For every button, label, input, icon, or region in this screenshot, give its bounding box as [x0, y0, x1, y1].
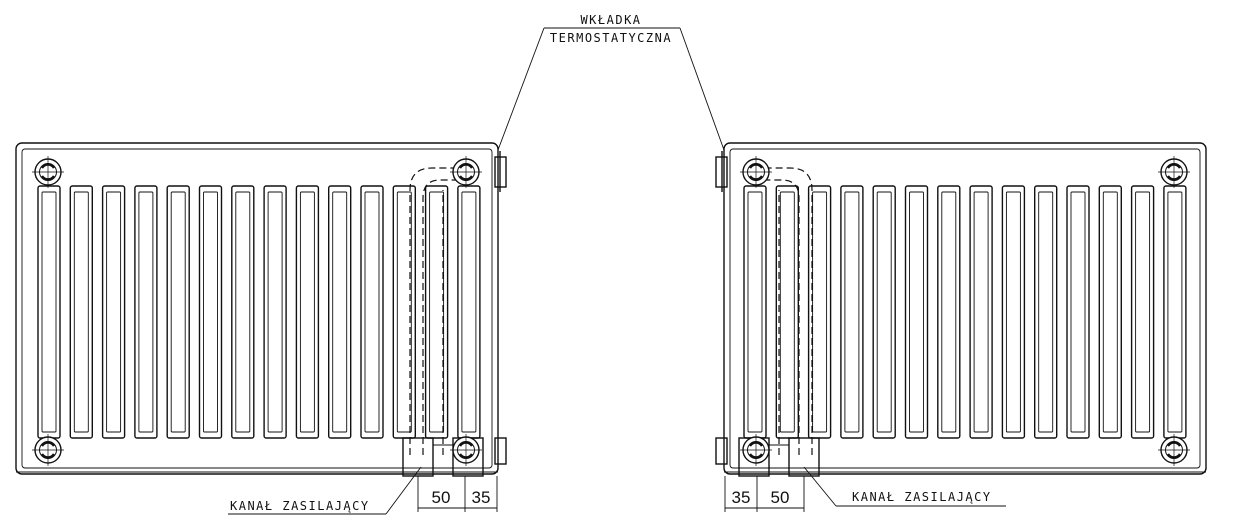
left-fin: [295, 185, 320, 439]
right-fin: [969, 185, 993, 439]
right-fin: [1066, 185, 1090, 439]
left-dim-50: 50: [432, 488, 451, 507]
right-radiator: [715, 142, 1207, 477]
insert-leader-left: [497, 27, 545, 151]
left-supply-callout: KANAŁ ZASILAJĄCY: [228, 466, 422, 515]
right-fin: [840, 185, 864, 439]
right-fin: [743, 185, 767, 439]
left-fin: [166, 185, 190, 439]
right-supply-channel: [759, 167, 813, 455]
right-fin: [904, 185, 929, 439]
left-top-thermostat-insert: [494, 151, 507, 192]
left-fin: [101, 185, 126, 439]
left-radiator-frame: [15, 142, 499, 475]
right-bottom-left-connector-icon: [740, 434, 772, 466]
right-fin: [1033, 185, 1058, 439]
right-supply-callout: KANAŁ ZASILAJĄCY: [803, 466, 1006, 507]
left-radiator-inner-frame: [21, 148, 493, 469]
insert-label-line2: TERMOSTATYCZNA: [550, 31, 672, 45]
left-bottom-right-connector-icon: [450, 434, 482, 466]
right-radiator-frame: [723, 142, 1207, 475]
right-dimensions: 35 50: [724, 476, 805, 512]
left-top-left-connector-icon: [32, 156, 64, 188]
right-fin: [872, 185, 896, 439]
right-top-left-connector-icon: [740, 156, 772, 188]
left-radiator-fins: [37, 185, 481, 439]
right-fin: [1098, 185, 1123, 439]
thermostatic-insert-callout: WKŁADKA TERMOSTATYCZNA: [497, 13, 725, 151]
right-radiator-fins: [743, 185, 1187, 439]
left-radiator: [15, 142, 507, 477]
right-fin: [1001, 185, 1026, 439]
left-supply-label: KANAŁ ZASILAJĄCY: [230, 499, 370, 513]
right-dim-35: 35: [732, 488, 751, 507]
left-fin: [134, 185, 158, 439]
left-fin: [328, 185, 352, 439]
right-supply-leader: [803, 466, 837, 507]
left-fin: [37, 185, 61, 439]
right-fin: [1130, 185, 1155, 439]
left-supply-channel: [409, 167, 463, 455]
right-supply-block: [788, 437, 820, 477]
insert-label-line1: WKŁADKA: [580, 13, 641, 27]
insert-leader-right: [679, 27, 725, 151]
left-fin: [231, 185, 255, 439]
right-fin: [937, 185, 961, 439]
left-bottom-nipple: [494, 437, 507, 465]
left-fin: [424, 185, 449, 439]
right-bottom-nipple: [715, 437, 728, 465]
right-bottom-right-connector-icon: [1158, 434, 1190, 466]
left-dim-35: 35: [472, 488, 491, 507]
right-fin: [775, 185, 799, 439]
left-supply-leader: [385, 466, 422, 515]
right-fin: [1163, 185, 1187, 439]
right-radiator-inner-frame: [729, 148, 1201, 469]
left-fin: [263, 185, 287, 439]
left-top-right-connector-icon: [450, 156, 482, 188]
right-supply-label: KANAŁ ZASILAJĄCY: [852, 490, 992, 504]
right-dim-50: 50: [771, 488, 790, 507]
left-dimensions: 50 35: [417, 476, 498, 512]
left-bottom-left-connector-icon: [32, 434, 64, 466]
left-fin: [198, 185, 223, 439]
right-top-thermostat-insert: [715, 151, 728, 192]
left-fin: [69, 185, 94, 439]
right-top-right-connector-icon: [1158, 156, 1190, 188]
left-fin: [457, 185, 481, 439]
left-fin: [392, 185, 416, 439]
left-fin: [360, 185, 384, 439]
